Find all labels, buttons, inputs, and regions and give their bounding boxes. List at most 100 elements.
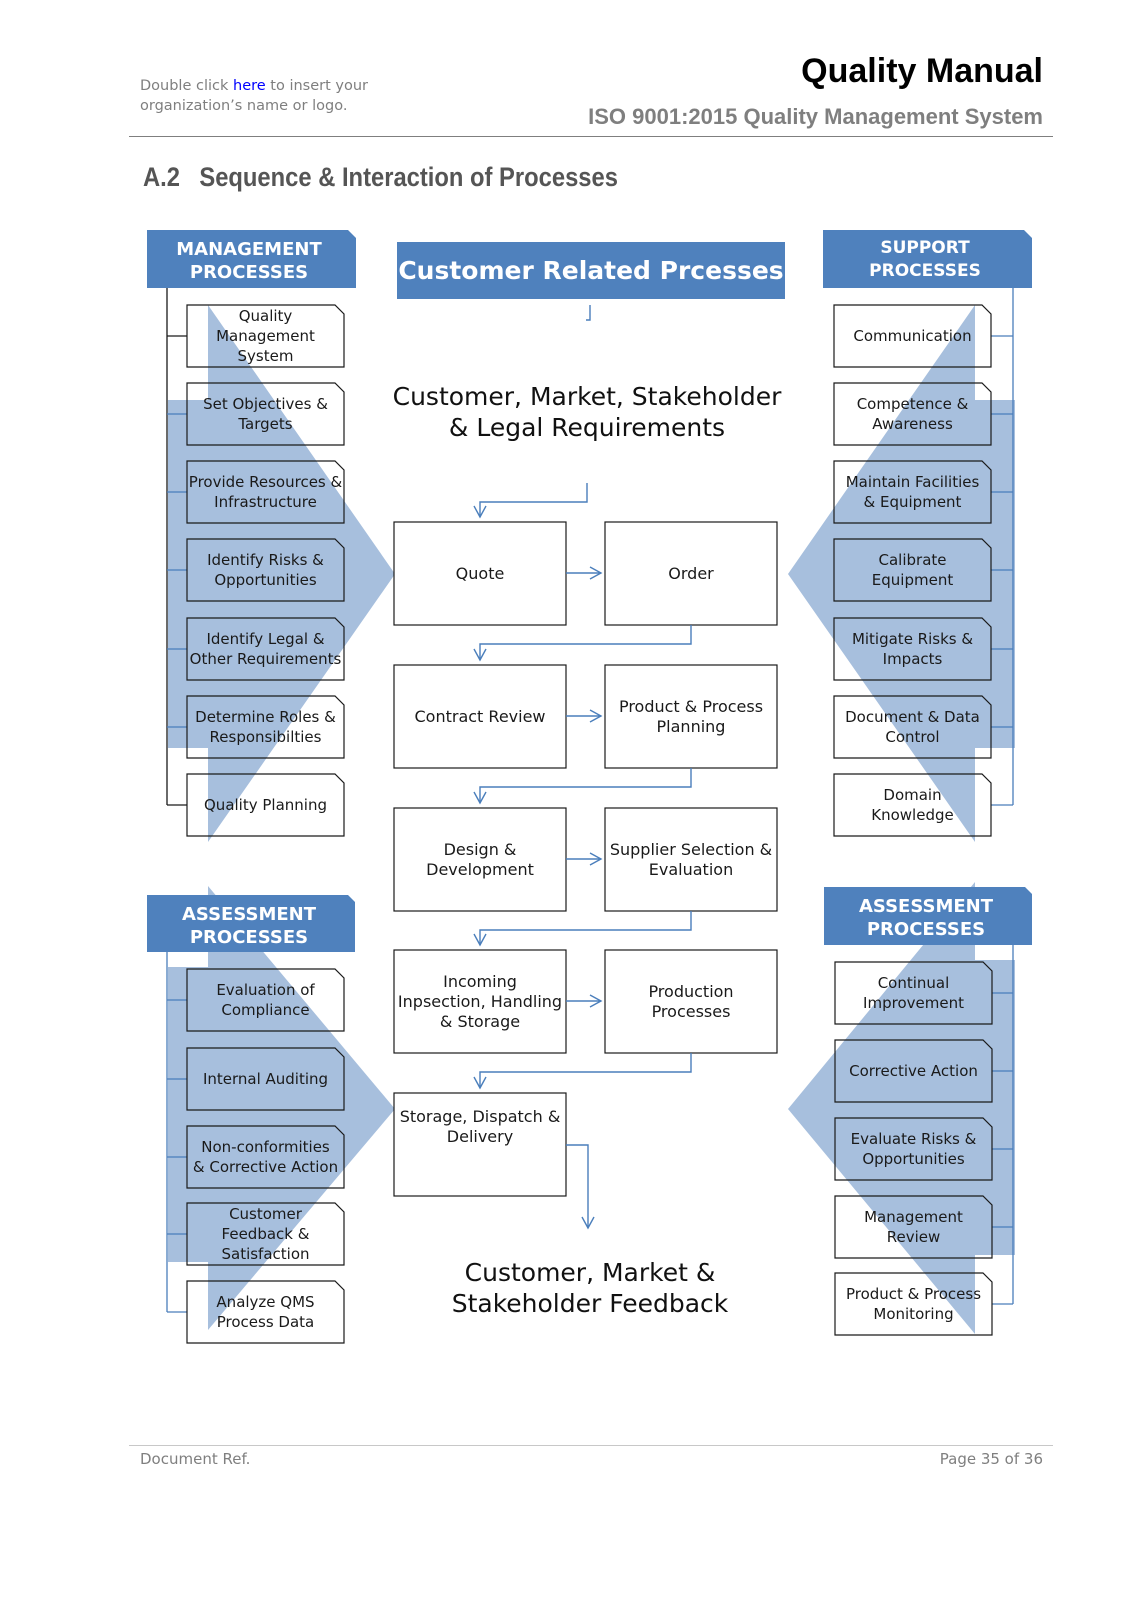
assessment-right-item-2-line1: Corrective Action [849, 1062, 978, 1080]
management-arrow-shape [168, 305, 395, 842]
support-item-1[interactable]: Communication [834, 305, 991, 367]
assessment-left-item-1-line1: Evaluation of [216, 981, 315, 999]
organization-placeholder-note[interactable]: Double click here to insert your organiz… [140, 76, 470, 116]
support-item-3[interactable]: Maintain Facilities& Equipment [834, 461, 991, 523]
assessment-right-process-box[interactable] [834, 1039, 993, 1103]
flow-step-2[interactable]: Order [605, 522, 777, 625]
management-process-box[interactable] [186, 695, 345, 759]
support-process-box[interactable] [833, 460, 992, 524]
flow-step-7-line1: Incoming [443, 971, 517, 991]
management-item-5[interactable]: Identify Legal &Other Requirements [187, 618, 344, 680]
flow-step-box[interactable] [393, 664, 567, 769]
support-process-box[interactable] [833, 617, 992, 681]
support-process-box[interactable] [833, 304, 992, 368]
flow-step-5-line1: Design & [443, 839, 517, 859]
flow-step-6[interactable]: Supplier Selection &Evaluation [605, 808, 777, 911]
assessment-left-process-box[interactable] [186, 1202, 345, 1266]
assessment-right-process-box[interactable] [834, 1195, 993, 1259]
flow-step-7-line2: Inpsection, Handling [397, 991, 563, 1011]
insert-logo-link[interactable]: here [233, 78, 266, 94]
management-item-3[interactable]: Provide Resources &Infrastructure [187, 461, 344, 523]
flow-step-3[interactable]: Contract Review [394, 665, 566, 768]
assessment-left-process-box[interactable] [186, 968, 345, 1032]
requirements-line2: & Legal Requirements [448, 413, 726, 442]
flow-step-box[interactable] [604, 807, 778, 912]
assessment-right-process-box[interactable] [834, 961, 993, 1025]
section-title: Sequence & Interaction of Processes [199, 162, 618, 192]
management-process-box[interactable] [186, 538, 345, 602]
assessment-right-item-4-line1: Management [864, 1208, 963, 1226]
flow-step-box[interactable] [393, 1092, 567, 1197]
assessment-right-process-box[interactable] [834, 1272, 993, 1336]
flow-step-box[interactable] [393, 521, 567, 626]
org-note-prefix: Double click [140, 78, 233, 94]
assessment-left-item-4-line2: Feedback & [221, 1225, 310, 1243]
management-process-box[interactable] [186, 382, 345, 446]
flow-step-8-line2: Processes [651, 1001, 731, 1021]
assessment-left-process-box[interactable] [186, 1125, 345, 1189]
management-process-box[interactable] [186, 773, 345, 837]
feedback-line2: Stakeholder Feedback [451, 1289, 729, 1318]
flow-step-4-line1: Product & Process [618, 696, 764, 716]
requirements-input-text: Customer, Market, Stakeholder & Legal Re… [390, 381, 784, 443]
management-item-3-line1: Provide Resources & [188, 473, 343, 491]
support-item-7-line1: Domain [883, 786, 942, 804]
management-item-5-line2: Other Requirements [189, 650, 342, 668]
flow-step-box[interactable] [393, 807, 567, 912]
support-process-box[interactable] [833, 695, 992, 759]
management-header-line2: PROCESSES [189, 262, 309, 283]
flow-step-5[interactable]: Design &Development [394, 808, 566, 911]
flow-step-9[interactable]: Storage, Dispatch &Delivery [394, 1075, 566, 1178]
management-item-2[interactable]: Set Objectives &Targets [187, 383, 344, 445]
management-item-6[interactable]: Determine Roles &Responsibilties [187, 696, 344, 758]
header-tick-connector [586, 305, 591, 321]
assessment-left-item-4-line1: Customer [229, 1205, 302, 1223]
management-item-7[interactable]: Quality Planning [187, 774, 344, 836]
flow-step-box[interactable] [604, 521, 778, 626]
support-process-box[interactable] [833, 538, 992, 602]
assessment-right-item-2[interactable]: Corrective Action [835, 1040, 992, 1102]
support-item-4-line2: Equipment [871, 571, 954, 589]
support-process-box[interactable] [833, 773, 992, 837]
assessment-left-item-2[interactable]: Internal Auditing [187, 1048, 344, 1110]
assessment-right-item-3[interactable]: Evaluate Risks &Opportunities [835, 1118, 992, 1180]
management-process-box[interactable] [186, 617, 345, 681]
flow-step-1[interactable]: Quote [394, 522, 566, 625]
support-item-3-line2: & Equipment [863, 493, 962, 511]
management-process-box[interactable] [186, 460, 345, 524]
flow-step-6-line2: Evaluation [648, 859, 734, 879]
support-item-5[interactable]: Mitigate Risks &Impacts [834, 618, 991, 680]
assessment-left-process-box[interactable] [186, 1047, 345, 1111]
assessment-left-process-box[interactable] [186, 1280, 345, 1344]
assessment-right-item-3-line2: Opportunities [862, 1150, 965, 1168]
assessment-left-item-3[interactable]: Non-conformities& Corrective Action [187, 1126, 344, 1188]
delivery-to-feedback-arrow [566, 1144, 595, 1230]
support-process-box[interactable] [833, 382, 992, 446]
support-item-2[interactable]: Competence &Awareness [834, 383, 991, 445]
assessment-right-process-box[interactable] [834, 1117, 993, 1181]
management-process-box[interactable] [186, 304, 345, 368]
management-item-2-line2: Targets [238, 415, 293, 433]
support-item-5-line2: Impacts [882, 650, 943, 668]
document-reference: Document Ref. [140, 1450, 251, 1468]
management-item-4[interactable]: Identify Risks &Opportunities [187, 539, 344, 601]
flow-step-box[interactable] [393, 949, 567, 1054]
assessment-right-item-5-line2: Monitoring [873, 1305, 954, 1323]
flow-step-box[interactable] [604, 664, 778, 769]
assessment-right-arrow-shape [788, 882, 1015, 1334]
